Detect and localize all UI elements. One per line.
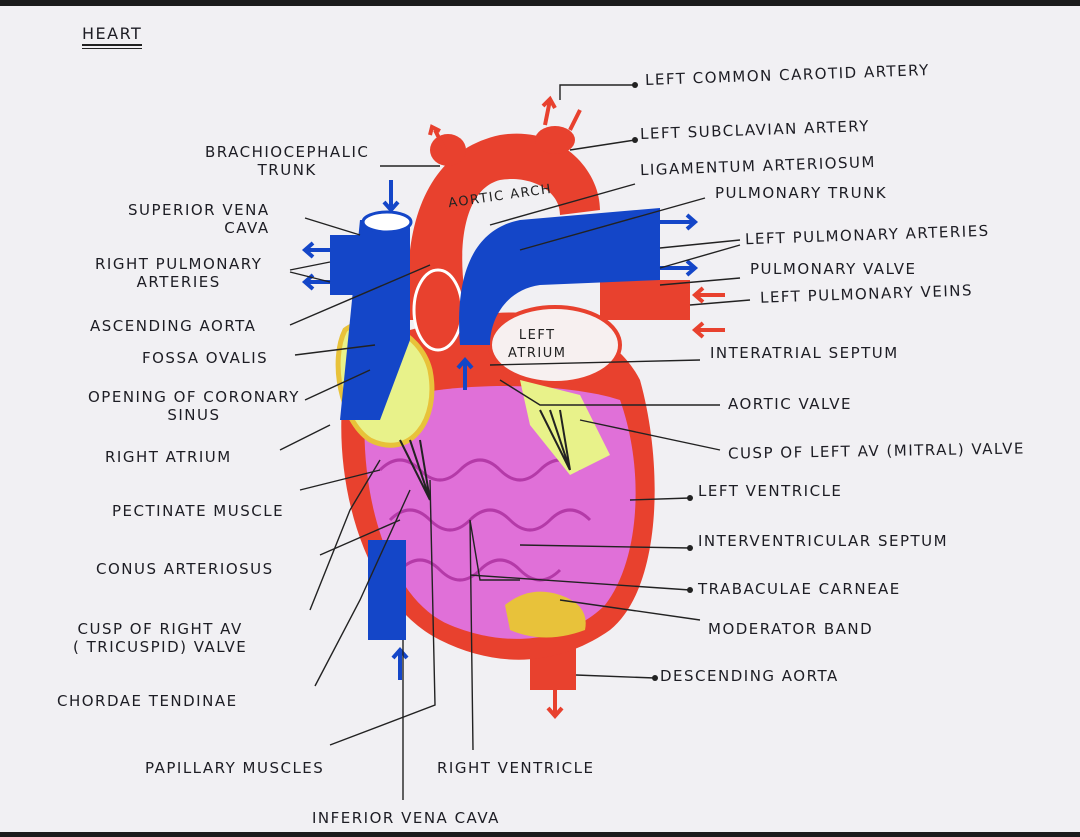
svc-opening (361, 210, 413, 234)
label-right-atrium: RIGHT ATRIUM (105, 448, 232, 466)
chordae-lines (399, 409, 571, 501)
label-line: SUPERIOR VENA (128, 201, 270, 219)
label-aortic-valve: AORTIC VALVE (728, 395, 852, 413)
label-descending-aorta: DESCENDING AORTA (660, 667, 839, 685)
label-interatrial-septum: INTERATRIAL SEPTUM (710, 344, 899, 362)
label-left-atrium-line2: ATRIUM (508, 346, 567, 361)
label-papillary-muscles: PAPILLARY MUSCLES (145, 759, 325, 777)
label-pulmonary-valve: PULMONARY VALVE (750, 260, 917, 278)
label-line: TRUNK (257, 161, 317, 179)
label-line: CAVA (224, 219, 270, 237)
label-opening-coronary-sinus: OPENING OF CORONARY SINUS (88, 388, 300, 424)
label-superior-vena-cava: SUPERIOR VENA CAVA (128, 201, 270, 237)
label-line: CUSP OF RIGHT AV (77, 620, 243, 638)
label-trabaculae-carneae: TRABACULAE CARNEAE (698, 580, 901, 598)
label-line: SINUS (167, 406, 221, 424)
label-conus-arteriosus: CONUS ARTERIOSUS (96, 560, 274, 578)
label-right-ventricle: RIGHT VENTRICLE (437, 759, 595, 777)
mitral-region (520, 380, 610, 475)
label-left-ventricle: LEFT VENTRICLE (698, 482, 843, 500)
label-left-atrium: LEFT ATRIUM (508, 327, 566, 363)
label-line: ( TRICUSPID) VALVE (73, 638, 248, 656)
label-tricuspid-valve: CUSP OF RIGHT AV ( TRICUSPID) VALVE (73, 620, 247, 656)
label-ascending-aorta: ASCENDING AORTA (90, 317, 257, 335)
left-pulmonary-veins-shape (600, 280, 690, 320)
label-interventricular-septum: INTERVENTRICULAR SEPTUM (698, 532, 949, 550)
label-line: BRACHIOCEPHALIC (205, 143, 370, 161)
label-line: RIGHT PULMONARY (95, 255, 263, 273)
pulmonary-trunk-shape (459, 208, 660, 345)
label-pectinate-muscle: PECTINATE MUSCLE (112, 502, 285, 520)
label-pulmonary-trunk: PULMONARY TRUNK (715, 184, 888, 202)
label-line: OPENING OF CORONARY (88, 388, 300, 406)
aortic-valve-shape (412, 268, 464, 352)
label-fossa-ovalis: FOSSA OVALIS (142, 349, 269, 367)
inferior-vena-cava-shape (368, 540, 406, 640)
label-moderator-band: MODERATOR BAND (708, 620, 874, 638)
label-brachiocephalic-trunk: BRACHIOCEPHALIC TRUNK (205, 143, 369, 179)
label-inferior-vena-cava: INFERIOR VENA CAVA (312, 809, 500, 827)
label-right-pulmonary-arteries: RIGHT PULMONARY ARTERIES (95, 255, 262, 291)
page-title: HEART (82, 24, 143, 49)
brachiocephalic-shape (430, 134, 466, 166)
label-chordae-tendinae: CHORDAE TENDINAE (57, 692, 238, 710)
moderator-band-shape (505, 591, 586, 638)
aortic-arch-shape (408, 133, 600, 320)
right-pulmonary-arteries-shape (330, 235, 365, 295)
subclavian-shape (535, 126, 575, 154)
label-left-atrium-line1: LEFT (518, 328, 556, 343)
trabeculae-pattern (378, 458, 592, 582)
label-line: ARTERIES (136, 273, 221, 291)
